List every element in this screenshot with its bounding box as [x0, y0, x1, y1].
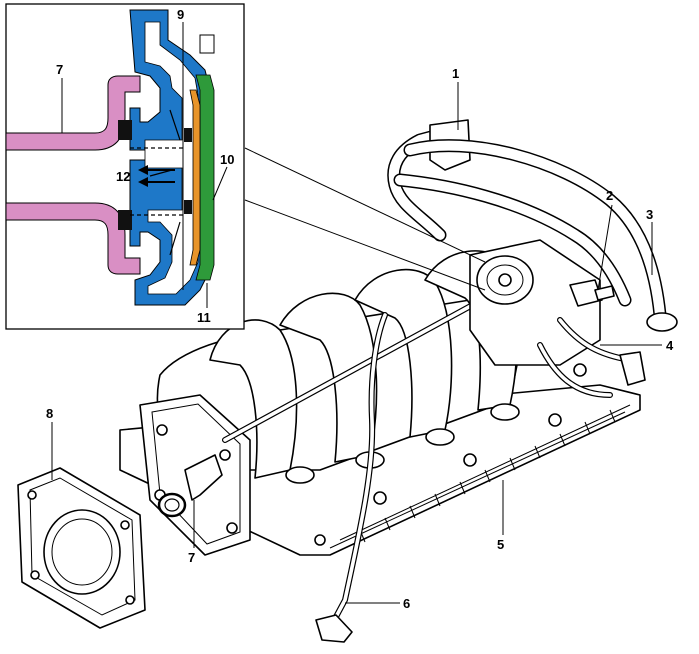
flange-ribs	[329, 404, 631, 549]
callout-4: 4	[666, 338, 674, 353]
callouts: 1 2 3 4 5 6 7 8 7 9 10 11 12	[46, 7, 674, 611]
vacuum-hoses	[537, 317, 646, 398]
callout-2: 2	[606, 188, 613, 203]
callout-5: 5	[497, 537, 504, 552]
callout-7-oring: 7	[188, 550, 195, 565]
intake-manifold-assembly	[17, 119, 678, 643]
callout-1: 1	[452, 66, 459, 81]
detail-leader-lines	[244, 147, 486, 291]
diaphragm	[189, 89, 201, 266]
detail-inset	[5, 3, 245, 330]
flange-bolts	[314, 413, 562, 546]
leader-10	[212, 166, 228, 201]
breather-pipe	[222, 287, 503, 443]
pressure-regulator	[469, 239, 601, 366]
valve-housing	[129, 9, 215, 306]
inset-seal-blocks	[118, 120, 192, 230]
coolant-hose	[403, 139, 678, 332]
throttle-body	[17, 467, 146, 629]
callout-6: 6	[403, 596, 410, 611]
callout-7-hose: 7	[56, 62, 63, 77]
flow-indicators	[130, 109, 185, 256]
flow-arrows	[138, 165, 175, 187]
callout-8: 8	[46, 406, 53, 421]
callout-3: 3	[646, 207, 653, 222]
elbow-connector	[184, 454, 223, 501]
callout-11: 11	[197, 310, 211, 325]
vent-line	[315, 312, 388, 643]
callout-12: 12	[116, 169, 130, 184]
o-ring	[157, 492, 187, 518]
callout-9: 9	[177, 7, 184, 22]
leader-2	[597, 204, 613, 291]
sensor-connector	[569, 279, 615, 307]
callout-10: 10	[220, 152, 234, 167]
